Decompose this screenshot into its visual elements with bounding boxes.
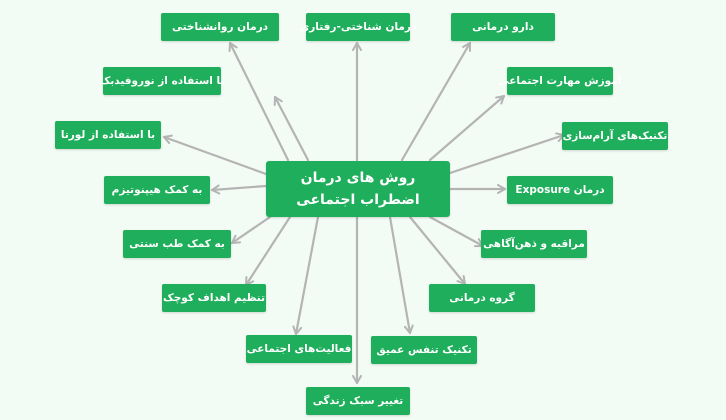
connector-arrow-6 [244,215,292,287]
node-relaxation-techniques: تکنیک‌های آرام‌سازی [562,122,668,150]
node-psychological-therapy: درمان روانشناختی [161,13,279,41]
node-meditation-mindfulness: مراقبه و ذهن‌آگاهی [481,230,587,258]
node-small-goal-setting: تنظیم اهداف کوچک [162,284,266,312]
connector-arrow-4 [210,184,268,195]
node-neurofeedback: با استفاده از نوروفیدبک [100,67,224,95]
connector-arrow-5 [230,215,272,245]
node-hypnotherapy: به کمک هیپنوتیزم [104,176,210,204]
connector-arrow-15 [400,41,472,162]
node-traditional-medicine: به کمک طب سنتی [123,230,231,258]
node-deep-breathing: تکنیک تنفس عمیق [371,336,477,364]
connector-arrow-11 [428,215,485,248]
connector-arrow-2 [273,95,310,162]
connector-arrow-1 [228,41,290,162]
connector-arrow-13 [448,132,566,175]
connector-arrow-9 [388,215,414,335]
connector-arrow-14 [428,94,506,162]
connector-arrow-7 [292,215,320,336]
connector-arrow-3 [162,134,268,176]
node-social-activities: فعالیت‌های اجتماعی [246,335,352,363]
central-topic-node: روش های درمان اضطراب اجتماعی [266,161,450,217]
node-loreta: با استفاده از لورتا [55,121,161,149]
node-group-therapy: گروه درمانی [429,284,535,312]
node-cognitive-behavioral-therapy: درمان شناختی-رفتاری [300,13,416,41]
connector-arrow-10 [408,215,467,286]
node-social-skills-training: آموزش مهارت اجتماعی [499,67,621,95]
node-exposure-therapy: درمان Exposure [507,176,613,204]
node-lifestyle-change: تغییر سبک زندگی [306,387,410,415]
node-medication-therapy: دارو درمانی [451,13,555,41]
